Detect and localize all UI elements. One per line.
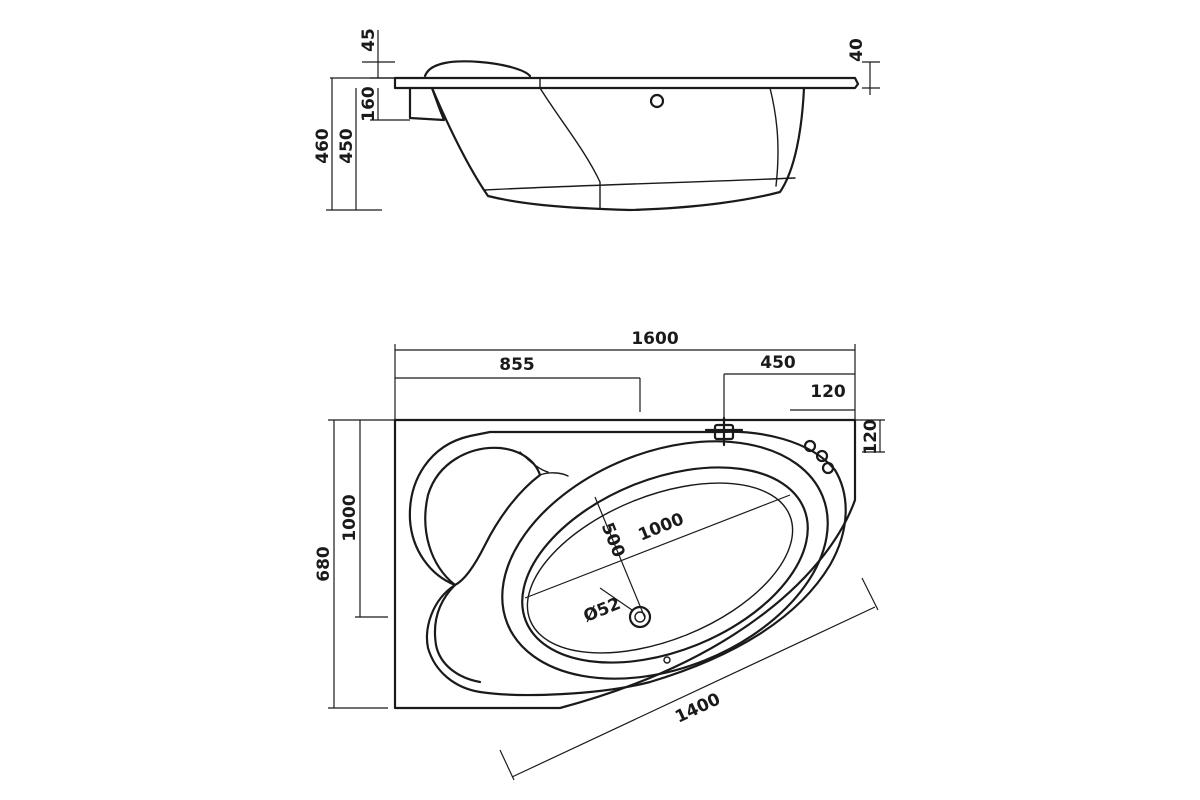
- dim-160: 160: [359, 86, 379, 122]
- dim-855: 855: [499, 355, 535, 375]
- top-basin-ring: [501, 440, 829, 680]
- top-basin: [521, 466, 809, 664]
- top-headrest: [424, 446, 542, 587]
- dim-1600: 1600: [631, 329, 678, 349]
- dim-120-vertical: 120: [861, 419, 881, 455]
- dim-1400: 1400: [672, 689, 723, 727]
- dim-45: 45: [359, 28, 379, 52]
- side-panel-right: [769, 87, 779, 187]
- side-bottom-band: [484, 177, 796, 191]
- dim-40: 40: [847, 38, 867, 62]
- top-headrest-shade: [539, 472, 569, 477]
- top-control-1: [803, 439, 817, 453]
- basin-axis-length: [524, 494, 791, 599]
- dim-1000-vertical: 1000: [340, 494, 360, 541]
- top-inner-rim: [408, 430, 847, 697]
- dim-500: 500: [597, 520, 629, 561]
- top-outer-outline: [393, 418, 857, 710]
- top-lower-seat: [433, 583, 482, 684]
- top-control-3: [821, 461, 835, 475]
- top-drain: [628, 605, 652, 629]
- side-view: 45 160 460 450 40: [313, 28, 880, 212]
- side-overflow-hole: [649, 93, 665, 109]
- top-view: 1600 855 450 120 120 1000 680 1400: [314, 329, 885, 781]
- dim-450-depth: 450: [337, 128, 357, 164]
- basin-axis-width: [594, 496, 646, 619]
- dim-120-horizontal: 120: [810, 382, 846, 402]
- side-panel-left: [539, 87, 601, 209]
- dim-drain: Ø52: [581, 594, 624, 627]
- dim-450-right: 450: [760, 353, 796, 373]
- side-rim: [393, 76, 860, 90]
- top-basin-floor: [526, 482, 794, 654]
- top-control-2: [815, 449, 829, 463]
- side-headrest: [423, 60, 532, 78]
- side-tub-body: [430, 86, 806, 212]
- dim-1000-basin: 1000: [635, 509, 687, 545]
- dim-460: 460: [313, 128, 333, 164]
- dim-680: 680: [314, 546, 334, 582]
- top-overflow: [663, 656, 671, 664]
